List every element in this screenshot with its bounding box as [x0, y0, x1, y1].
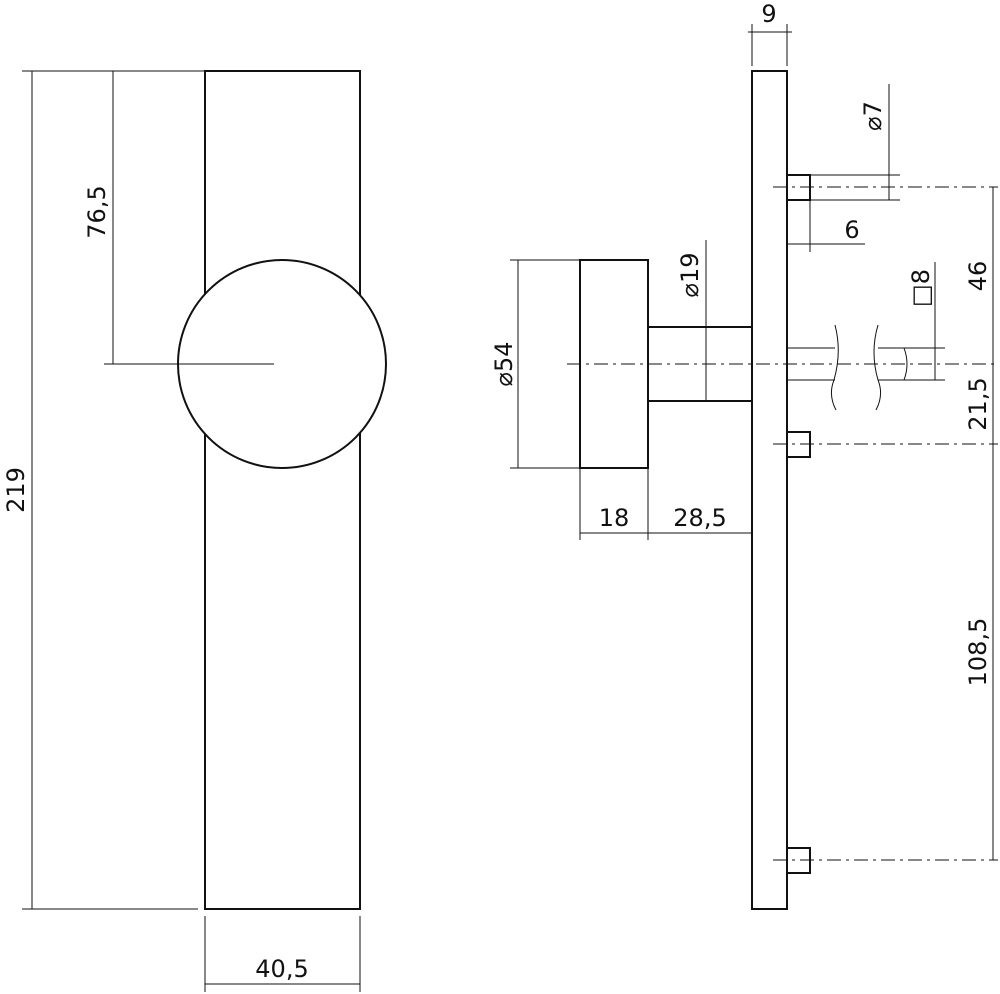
dim-knob-depth: 18 — [579, 468, 752, 540]
front-view: 219 76,5 40,5 — [2, 70, 387, 992]
dim-knob-diameter-label: ⌀54 — [490, 342, 518, 387]
dim-plate-thickness: 9 — [748, 0, 792, 66]
dim-plate-width-label: 40,5 — [255, 955, 308, 983]
dim-axis-to-pin-label: 21,5 — [964, 377, 992, 430]
dim-knob-diameter: ⌀54 — [490, 259, 580, 469]
backplate-side — [751, 70, 788, 910]
dim-plate-height-label: 219 — [2, 467, 30, 513]
pins — [773, 174, 998, 874]
dim-spindle-square: □8 — [904, 262, 945, 381]
spindle — [787, 324, 908, 411]
dim-pin-diameter-label: ⌀7 — [859, 101, 887, 131]
dim-knob-depth-label: 18 — [599, 504, 630, 532]
dim-neck-length-label: 28,5 — [673, 504, 726, 532]
dim-plate-thickness-label: 9 — [761, 0, 776, 28]
backplate-front — [204, 70, 361, 910]
dim-neck-diameter-label: ⌀19 — [676, 253, 704, 298]
dim-neck-diameter: ⌀19 — [676, 240, 707, 401]
dim-spindle-square-label: □8 — [907, 269, 935, 307]
dim-pin-length-label: 6 — [844, 216, 859, 244]
dim-neck-length: 28,5 — [673, 504, 726, 532]
dim-plate-width: 40,5 — [204, 916, 361, 992]
dim-pin-length: 6 — [786, 200, 865, 252]
dim-knob-center: 76,5 — [83, 71, 114, 364]
dim-pin-to-bottom-pin-label: 108,5 — [964, 618, 992, 687]
dim-pin-to-axis-label: 46 — [964, 261, 992, 292]
dim-knob-center-label: 76,5 — [83, 185, 111, 238]
dim-right-chain: 46 21,5 108,5 — [964, 187, 994, 860]
side-view: 9 ⌀7 6 □8 ⌀54 — [490, 0, 998, 910]
dim-pin-diameter: ⌀7 — [810, 84, 900, 201]
